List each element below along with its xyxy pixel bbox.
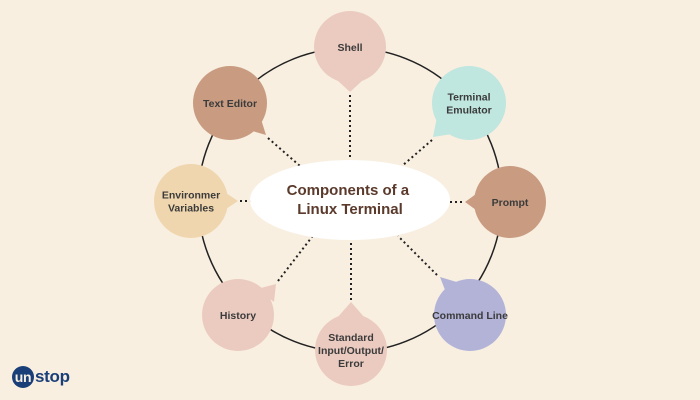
- logo-mark: un: [12, 366, 34, 388]
- label-environment-variables-line-2: Variables: [168, 203, 214, 215]
- label-text-editor-line-1: Text Editor: [203, 98, 257, 110]
- bubble-environment-variables: [154, 164, 228, 238]
- label-history: History: [220, 310, 256, 322]
- bubble-tail-prompt: [465, 194, 476, 210]
- bubble-terminal-emulator: [432, 66, 506, 140]
- center-ellipse: [250, 160, 450, 240]
- label-prompt-line-1: Prompt: [492, 197, 529, 209]
- unstop-logo: un stop: [12, 366, 70, 388]
- center-hub: Components of a Linux Terminal: [250, 160, 450, 240]
- label-text-editor: Text Editor: [203, 98, 257, 110]
- bubble-standard-io: [315, 314, 387, 386]
- logo-text: stop: [35, 367, 70, 386]
- bubble-tail-shell: [337, 80, 363, 92]
- node-text-editor: Text Editor: [193, 66, 267, 140]
- node-prompt: Prompt: [465, 166, 546, 238]
- bubble-tail-standard-io: [337, 302, 365, 318]
- label-standard-io-line-3: Error: [338, 358, 364, 370]
- bubble-tail-command-line: [440, 277, 460, 290]
- connector-text-editor: [267, 137, 301, 167]
- node-shell: Shell: [314, 11, 386, 92]
- label-shell: Shell: [337, 42, 362, 54]
- center-title-line-1: Components of a: [287, 182, 410, 199]
- connector-terminal-emulator: [401, 139, 433, 167]
- connector-lines: [240, 95, 462, 300]
- bubble-tail-environment-variables: [226, 193, 238, 209]
- label-prompt: Prompt: [492, 197, 529, 209]
- bubble-text-editor: [193, 66, 267, 140]
- label-history-line-1: History: [220, 310, 256, 322]
- label-terminal-emulator-line-2: Emulator: [446, 105, 492, 117]
- label-command-line-line-1: Command Line: [432, 310, 508, 322]
- node-command-line: Command Line: [432, 277, 508, 351]
- bubble-command-line: [434, 279, 506, 351]
- label-standard-io-line-2: Input/Output/: [318, 345, 384, 357]
- bubble-prompt: [474, 166, 546, 238]
- node-history: History: [202, 279, 276, 351]
- center-title-line-2: Linux Terminal: [297, 201, 403, 218]
- label-shell-line-1: Shell: [337, 42, 362, 54]
- label-terminal-emulator-line-1: Terminal: [448, 92, 491, 104]
- label-standard-io-line-1: Standard: [328, 332, 374, 344]
- center-title: Components of a Linux Terminal: [287, 182, 414, 218]
- connector-command-line: [397, 235, 438, 276]
- connector-history: [277, 232, 316, 282]
- bubble-history: [202, 279, 274, 351]
- label-environment-variables-line-1: Environmer: [162, 190, 220, 202]
- bubble-shell: [314, 11, 386, 83]
- label-command-line: Command Line: [432, 310, 508, 322]
